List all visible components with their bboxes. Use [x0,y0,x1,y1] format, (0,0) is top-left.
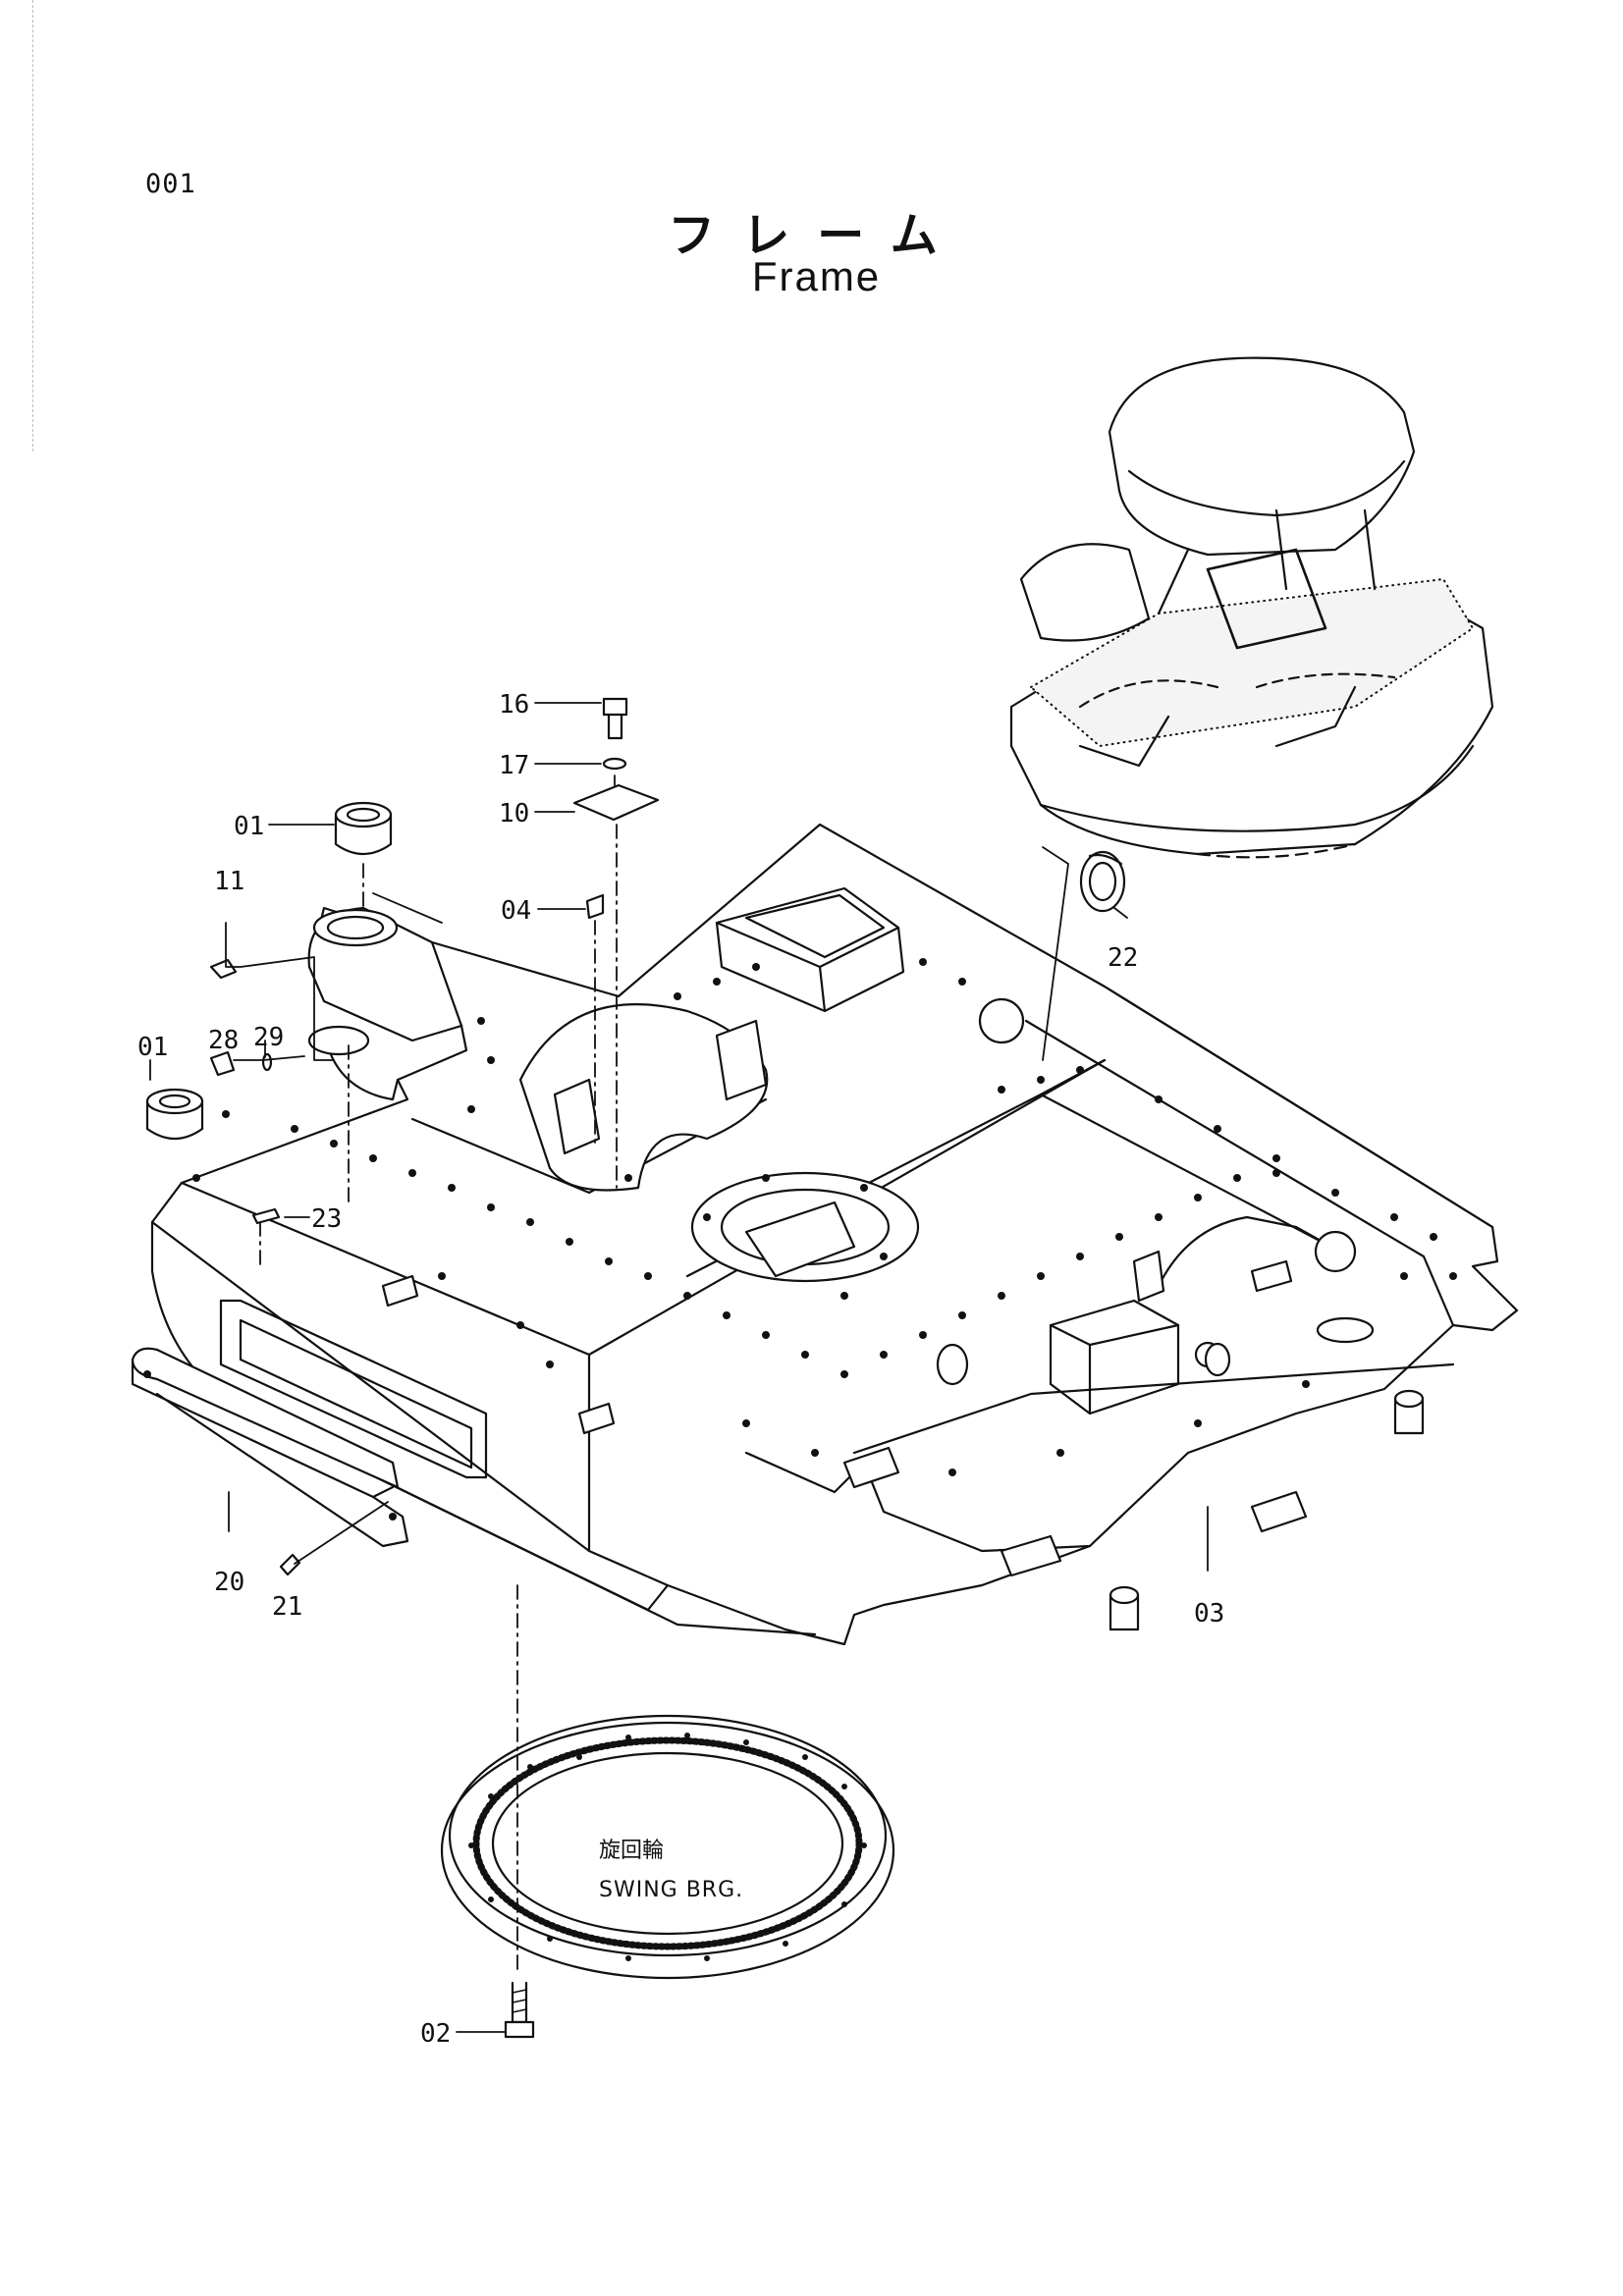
callout-28: 28 [208,1026,239,1055]
bearing-label-jp: 旋回輪 [599,1839,664,1863]
callout-23: 23 [311,1204,342,1234]
callout-10: 10 [499,799,529,828]
swing-bearing [440,1714,895,1980]
callout-29: 29 [253,1023,284,1052]
washer-29 [261,1052,273,1072]
callout-16: 16 [499,690,529,720]
callout-01-lower: 01 [137,1033,168,1062]
callout-21: 21 [272,1592,302,1622]
screw-23 [251,1207,281,1225]
cover-plate [131,1347,409,1548]
assembly-lines [259,774,618,1974]
callout-11: 11 [214,867,244,896]
callout-02: 02 [420,2019,451,2049]
plate-10 [572,783,660,822]
upper-frame [150,823,1519,1646]
nipple-11 [209,958,238,980]
bolt-28 [209,1050,236,1077]
bolt-16 [602,697,628,740]
screw-21 [279,1553,301,1576]
callout-labels: 16 17 10 04 01 11 01 28 29 23 22 20 21 0… [137,690,1224,2049]
leader-lines [149,702,1209,2033]
callout-17: 17 [499,751,529,780]
title-japanese: フレーム [668,208,965,263]
bearing-label-en: SWING BRG. [599,1878,743,1902]
bolt-hole-dots [143,958,1457,1961]
machine-overview-inset [1009,356,1494,859]
scan-edge-mark [32,0,34,452]
fitting-04 [585,893,605,920]
washer-17 [602,757,627,771]
callout-04: 04 [501,896,531,926]
bolt-02 [504,1981,535,2039]
page-code: 001 [145,169,196,199]
bushing-lower [145,1088,204,1140]
bushing-upper [334,801,393,855]
callout-03: 03 [1194,1599,1224,1629]
callout-22: 22 [1108,943,1138,973]
seal-ring-22 [1079,850,1126,913]
callout-01-upper: 01 [234,812,264,841]
title-english: Frame [751,253,882,299]
callout-20: 20 [214,1568,244,1597]
